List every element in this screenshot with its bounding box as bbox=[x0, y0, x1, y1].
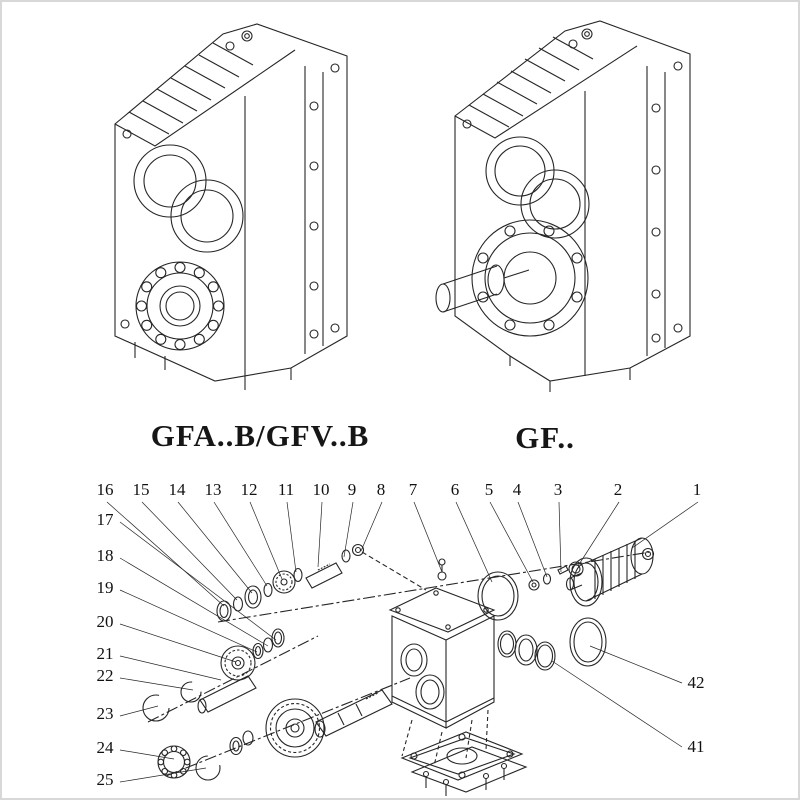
model-label-gfab: GFA..B/GFV..B bbox=[150, 418, 370, 453]
part-intermediate-chain bbox=[142, 628, 285, 722]
callout-22: 22 bbox=[96, 666, 114, 685]
callout-17: 17 bbox=[96, 510, 114, 529]
part-ring-set bbox=[497, 617, 607, 671]
callout-15: 15 bbox=[132, 480, 150, 499]
axis-lines bbox=[147, 551, 651, 777]
callout-6: 6 bbox=[450, 480, 460, 499]
callout-7: 7 bbox=[408, 480, 418, 499]
model-label-gf: GF.. bbox=[515, 420, 575, 455]
callout-9: 9 bbox=[347, 480, 357, 499]
callout-13: 13 bbox=[204, 480, 222, 499]
callout-24: 24 bbox=[96, 738, 114, 757]
callout-2: 2 bbox=[613, 480, 623, 499]
callout-11: 11 bbox=[277, 480, 295, 499]
leader-lines bbox=[106, 501, 699, 783]
gearbox-drawing-gfab bbox=[114, 23, 348, 390]
callout-25: 25 bbox=[96, 770, 114, 789]
callout-14: 14 bbox=[168, 480, 186, 499]
exploded-view-drawing bbox=[106, 501, 699, 796]
callout-5: 5 bbox=[484, 480, 494, 499]
part-motor bbox=[565, 537, 655, 607]
callout-8: 8 bbox=[376, 480, 386, 499]
callout-21: 21 bbox=[96, 644, 114, 663]
callout-16: 16 bbox=[96, 480, 114, 499]
callout-19: 19 bbox=[96, 578, 114, 597]
part-housing bbox=[388, 587, 496, 729]
part-mounting-flange bbox=[400, 709, 528, 796]
gearbox-drawing-gf bbox=[435, 20, 691, 392]
callout-41: 41 bbox=[687, 737, 705, 756]
callout-1: 1 bbox=[692, 480, 702, 499]
callout-42: 42 bbox=[687, 673, 705, 692]
callout-4: 4 bbox=[512, 480, 522, 499]
part-output-chain bbox=[157, 689, 393, 781]
part-input-chain bbox=[216, 543, 365, 622]
callout-18: 18 bbox=[96, 546, 114, 565]
callout-12: 12 bbox=[240, 480, 258, 499]
callout-3: 3 bbox=[553, 480, 563, 499]
part-gasket-ring bbox=[477, 571, 519, 621]
callout-20: 20 bbox=[96, 612, 114, 631]
callout-10: 10 bbox=[312, 480, 330, 499]
callout-23: 23 bbox=[96, 704, 114, 723]
part-vent-plug bbox=[437, 558, 447, 581]
